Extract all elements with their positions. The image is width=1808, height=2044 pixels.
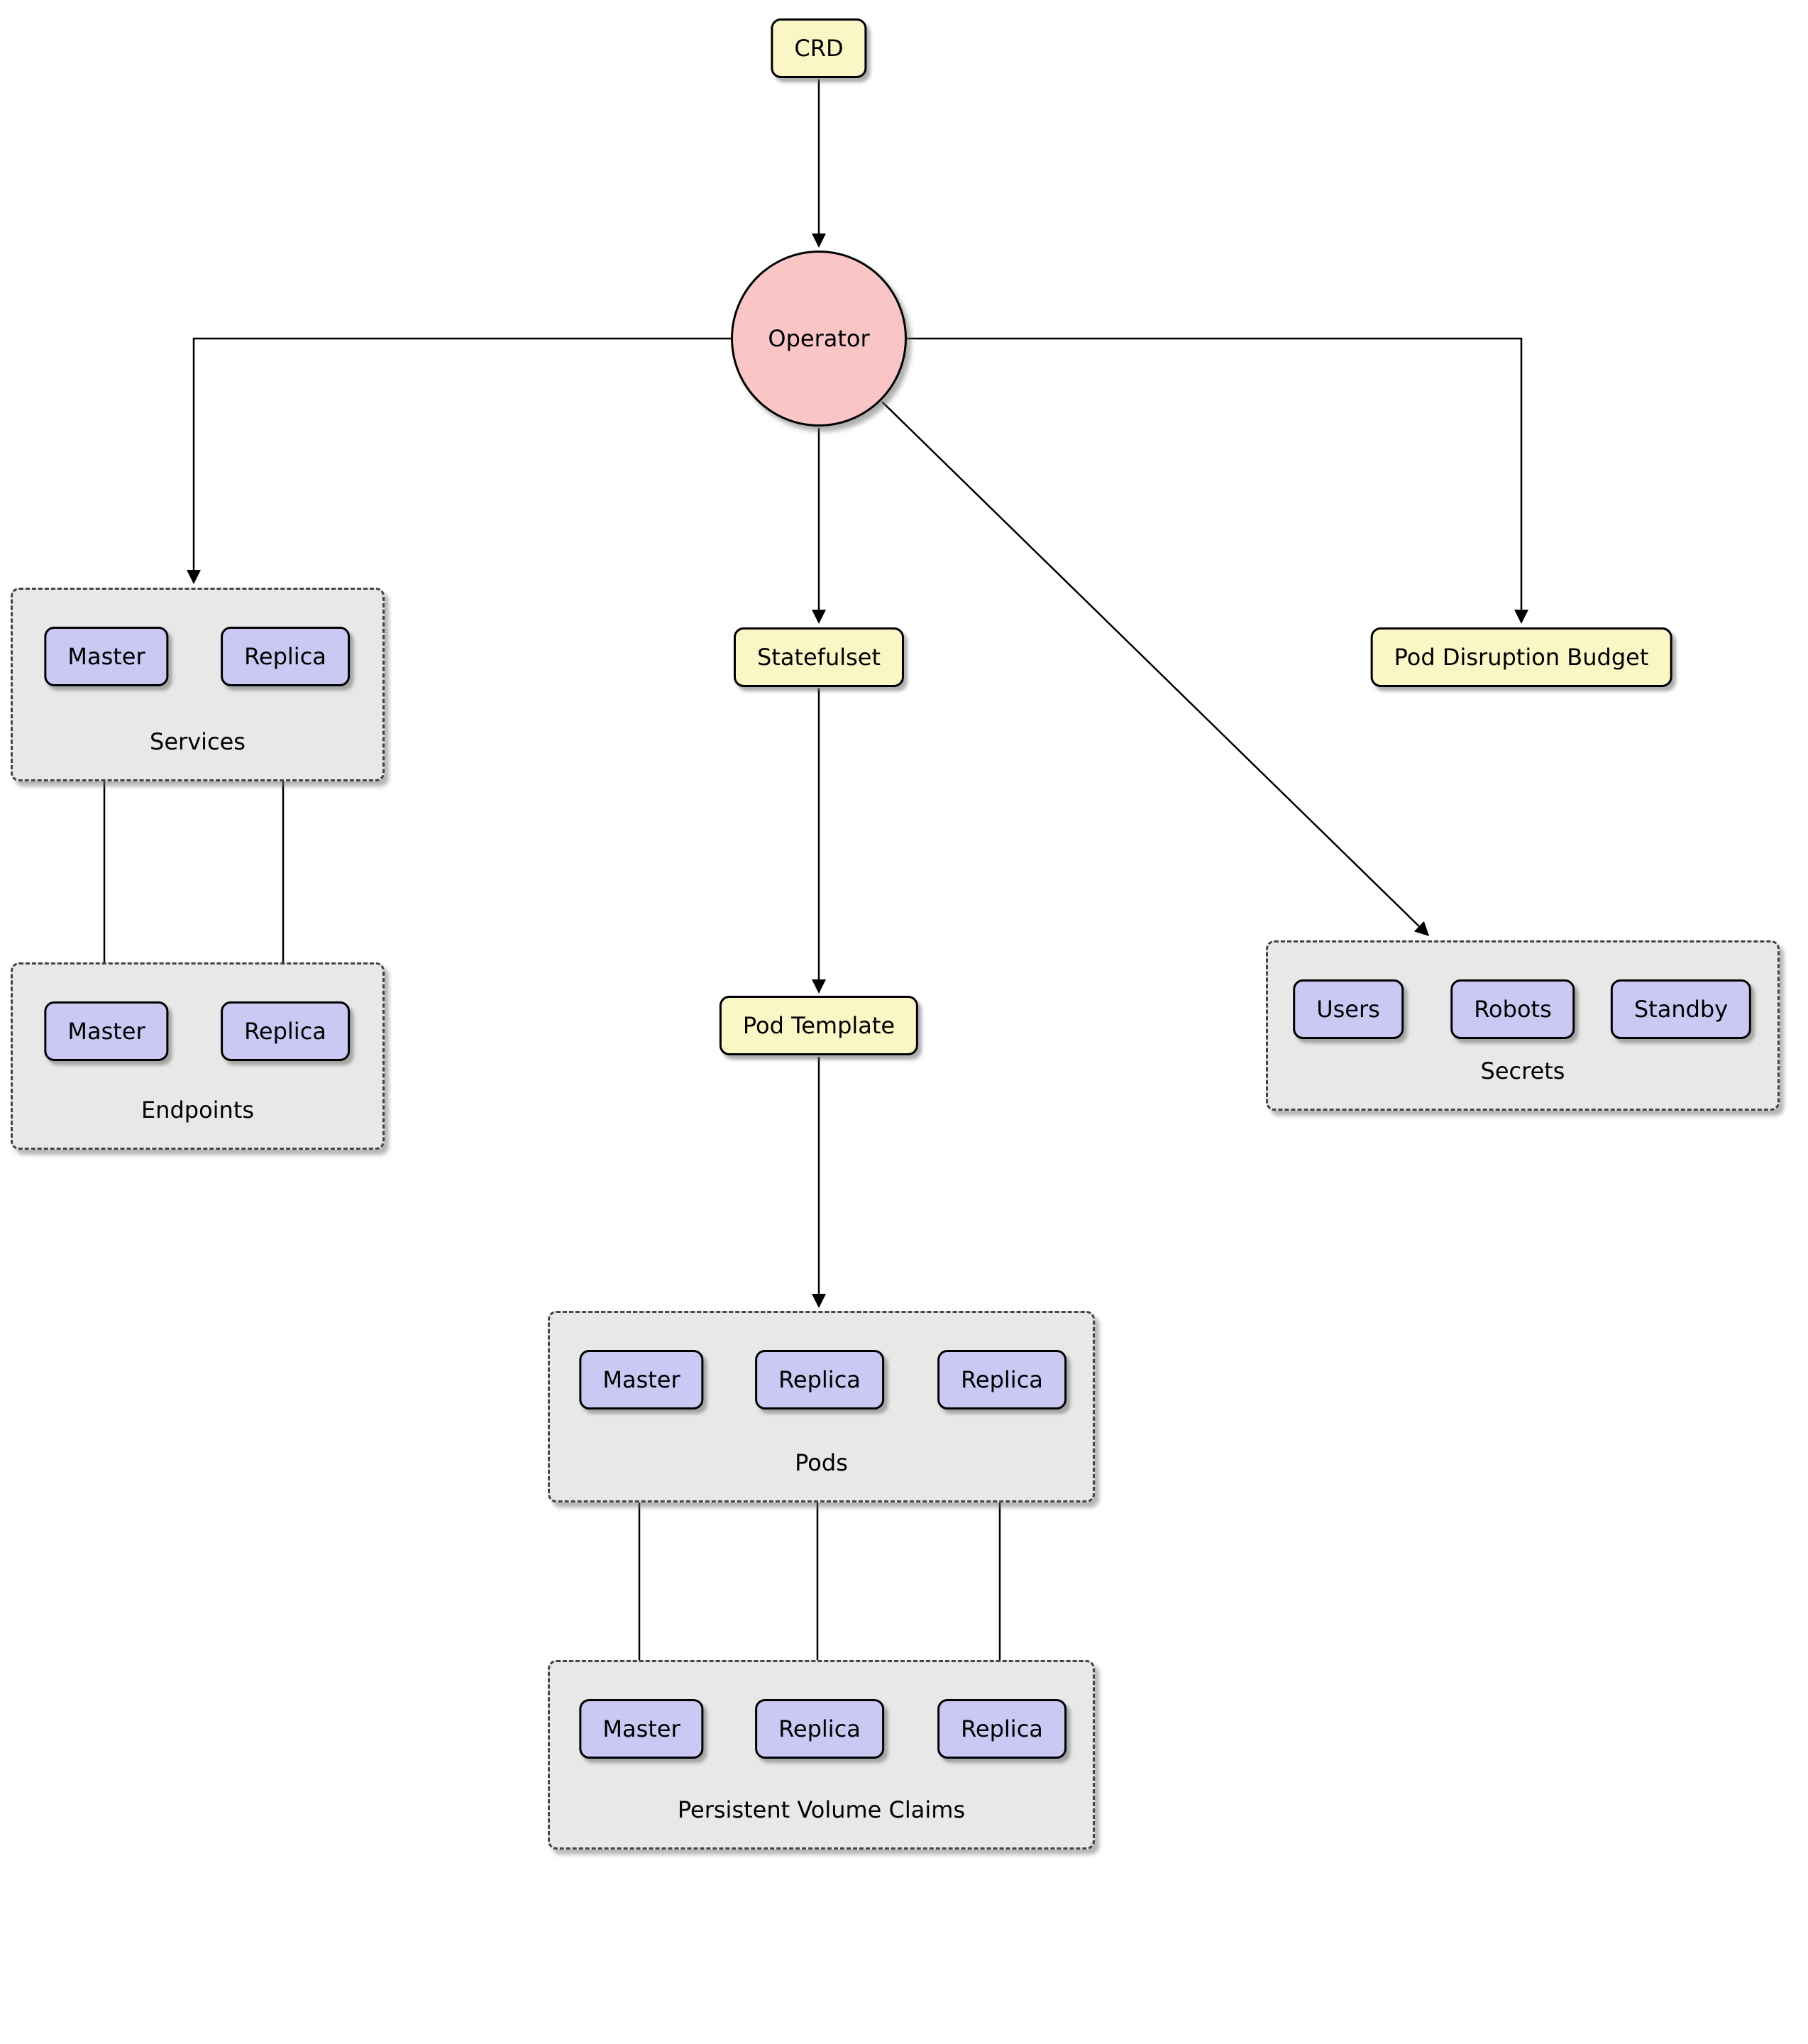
edge-operator-secrets [881,401,1430,937]
group-endpoints-label: Endpoints [140,1097,255,1123]
group-secrets-node-users: Users [1293,979,1404,1039]
group-secrets-node-standby: Standby [1610,979,1752,1039]
node-crd: CRD [771,18,867,78]
group-pvc-label: Persistent Volume Claims [677,1796,966,1823]
group-pvc-node-replica-1: Replica [755,1699,884,1759]
node-pod-template: Pod Template [719,996,919,1055]
group-pods-node-replica-2: Replica [937,1350,1066,1410]
edge-operator-services [187,337,731,584]
node-statefulset: Statefulset [733,627,905,687]
edge-operator-pod-disruption-budget [907,337,1528,624]
group-pods-node-replica-1: Replica [755,1350,884,1410]
group-endpoints-node-replica: Replica [221,1001,350,1061]
group-pods-node-master: Master [579,1350,704,1410]
group-services-node-replica: Replica [221,627,350,686]
group-services-node-master: Master [44,627,169,686]
node-pod-disruption-budget: Pod Disruption Budget [1370,627,1672,687]
group-endpoints: Master Replica Endpoints [11,962,385,1150]
group-pods: Master Replica Replica Pods [548,1311,1095,1502]
node-operator: Operator [731,251,907,427]
group-endpoints-node-master: Master [44,1001,169,1061]
group-pvc-node-master: Master [579,1699,704,1759]
group-secrets: Users Robots Standby Secrets [1266,940,1780,1111]
group-pods-label: Pods [795,1449,848,1476]
group-persistent-volume-claims: Master Replica Replica Persistent Volume… [548,1660,1095,1850]
group-services: Master Replica Services [11,588,385,781]
group-pvc-node-replica-2: Replica [937,1699,1066,1759]
group-secrets-node-robots: Robots [1450,979,1575,1039]
group-services-label: Services [150,728,246,755]
group-secrets-label: Secrets [1480,1057,1565,1084]
